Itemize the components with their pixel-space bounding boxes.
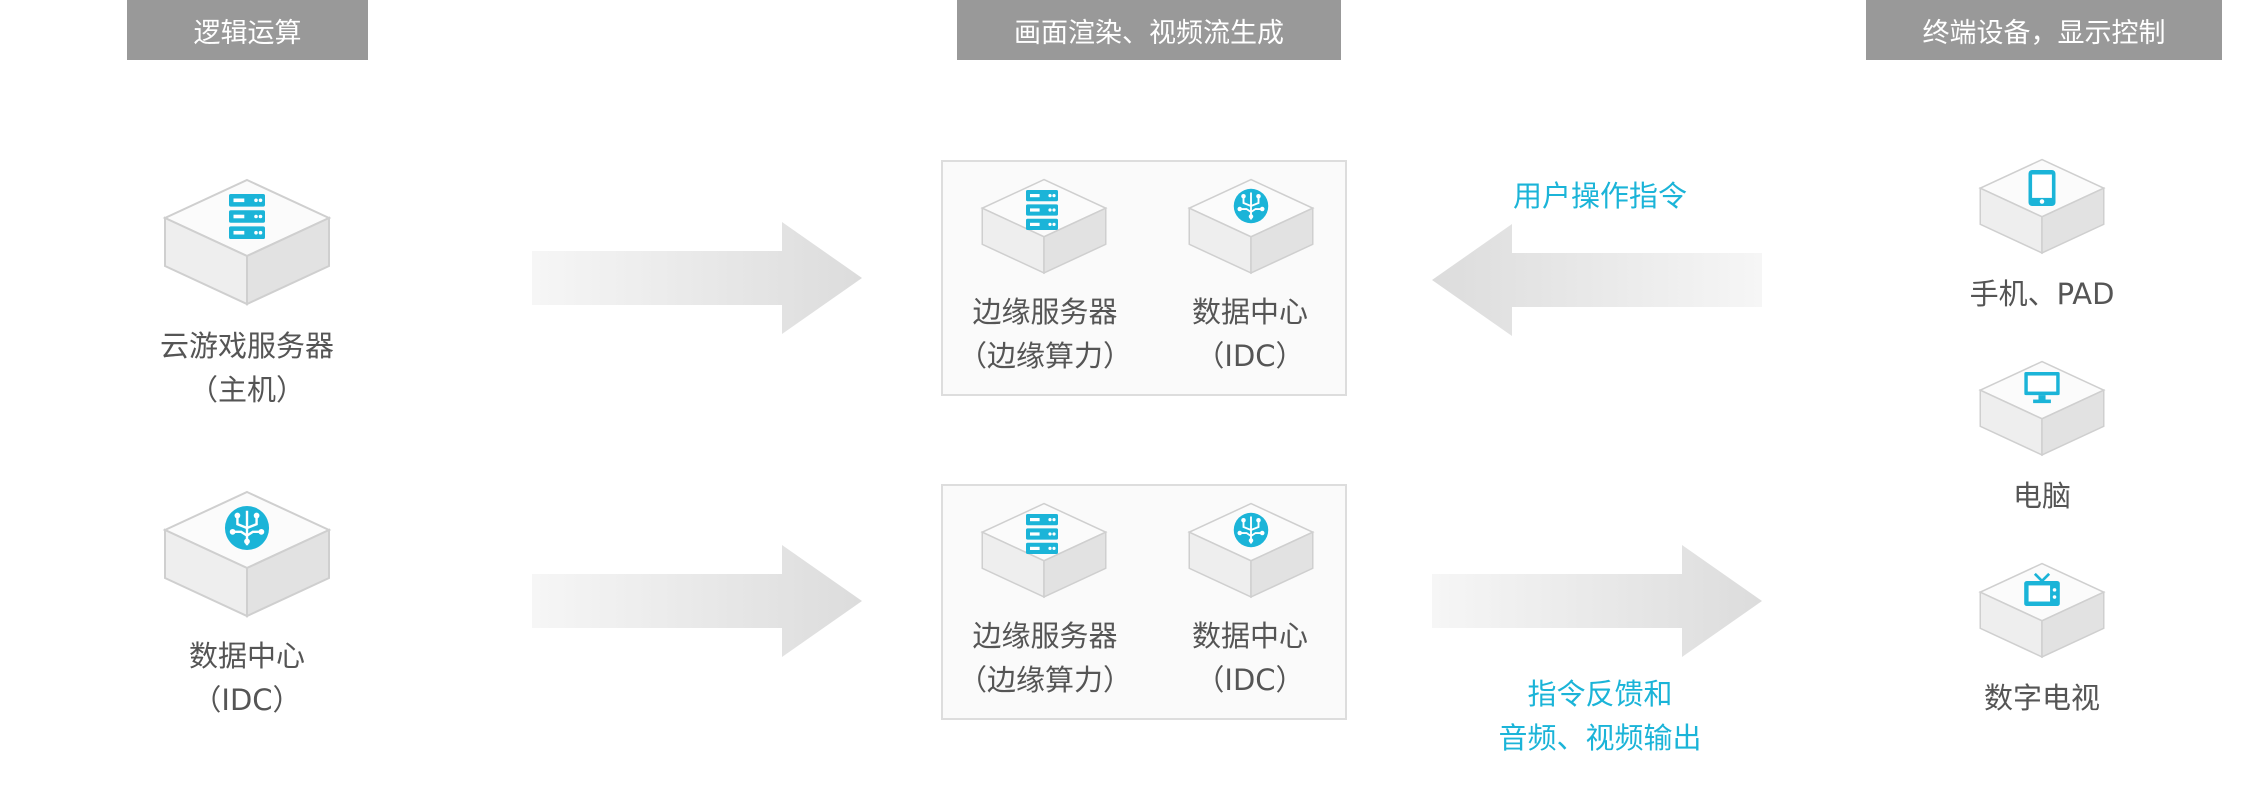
header-logic: 逻辑运算: [127, 0, 368, 60]
edge-server-label-2-top: （边缘算力）: [957, 339, 1132, 373]
server-icon: [1026, 190, 1058, 230]
dc-node-top: [1187, 178, 1315, 276]
edge-server-label-2-bottom: （边缘算力）: [957, 663, 1132, 697]
arrow-right-feedback: [1432, 545, 1762, 657]
data-center-icon: [225, 506, 269, 550]
cloud-game-server-label-2: （主机）: [188, 373, 305, 407]
arrow-right-bottom: [532, 545, 862, 657]
phone-pad-label: 手机、PAD: [1969, 277, 2115, 311]
data-center-icon: [1234, 189, 1269, 224]
left-idc-label-2: （IDC）: [192, 683, 302, 717]
feedback-label-1: 指令反馈和: [1527, 677, 1673, 711]
arrow-right-top: [532, 222, 862, 334]
edge-server-label-1-top: 边缘服务器: [972, 295, 1118, 329]
dc-node-bottom: [1187, 502, 1315, 600]
user-command-label: 用户操作指令: [1512, 179, 1687, 213]
data-center-icon: [1234, 513, 1269, 548]
edge-server-node-bottom: [980, 502, 1108, 600]
pc-node: [1978, 360, 2106, 458]
server-icon: [229, 194, 265, 239]
edge-server-node-top: [980, 178, 1108, 276]
tv-node: [1978, 562, 2106, 660]
header-logic-label: 逻辑运算: [193, 17, 302, 49]
cloud-game-server-node: [162, 178, 332, 308]
tv-label: 数字电视: [1983, 681, 2100, 715]
dc-label-1-top: 数据中心: [1191, 295, 1308, 329]
header-terminal: 终端设备，显示控制: [1866, 0, 2222, 60]
edge-server-label-1-bottom: 边缘服务器: [972, 619, 1118, 653]
header-render: 画面渲染、视频流生成: [957, 0, 1341, 60]
dc-label-2-bottom: （IDC）: [1195, 663, 1305, 697]
phone-pad-node: [1978, 158, 2106, 256]
dc-label-1-bottom: 数据中心: [1191, 619, 1308, 653]
tablet-icon: [2029, 170, 2056, 206]
dc-label-2-top: （IDC）: [1195, 339, 1305, 373]
server-icon: [1026, 514, 1058, 554]
left-idc-label-1: 数据中心: [188, 639, 305, 673]
feedback-label-2: 音频、视频输出: [1498, 721, 1702, 755]
header-terminal-label: 终端设备，显示控制: [1922, 17, 2166, 49]
cloud-game-server-label-1: 云游戏服务器: [159, 329, 334, 363]
left-idc-node: [162, 490, 332, 620]
pc-label: 电脑: [2012, 479, 2071, 513]
arrow-left-user-command: [1432, 224, 1762, 336]
header-render-label: 画面渲染、视频流生成: [1014, 17, 1284, 49]
